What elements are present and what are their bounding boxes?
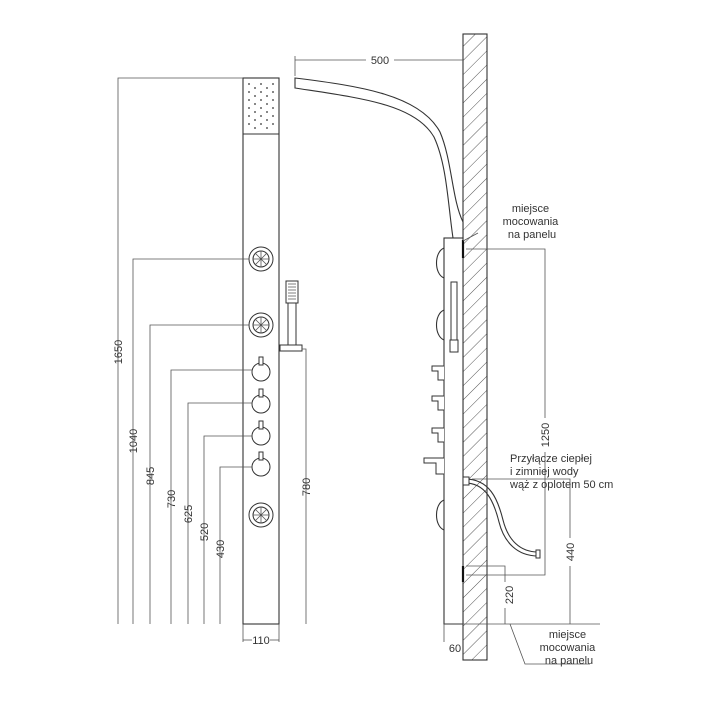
nozzle-dot (248, 99, 250, 101)
front-dimension-lines (117, 77, 307, 642)
side-hand-shower (450, 281, 458, 341)
side-valve-1 (431, 365, 444, 381)
nozzle-dot (254, 87, 256, 89)
dim-panel-depth: 60 (449, 643, 461, 655)
dim-mount-spacing: 1250 (540, 423, 552, 447)
dim-valve3-height: 520 (199, 523, 211, 541)
note-mount-upper: miejsce mocowania na panelu (503, 203, 562, 241)
dim-panel-width: 110 (252, 635, 270, 647)
shower-arm (294, 77, 464, 239)
nozzle-dot (254, 111, 256, 113)
front-view: 1650 1040 845 730 625 520 430 780 110 (113, 77, 313, 647)
dim-total-height: 1650 (113, 340, 125, 364)
side-valve-4 (423, 457, 444, 475)
nozzle-dot (254, 103, 256, 105)
massage-jet-top (248, 246, 274, 272)
nozzle-dot (266, 119, 268, 121)
nozzle-dot (248, 107, 250, 109)
rain-shower-nozzles (248, 83, 274, 129)
hand-shower (279, 280, 303, 352)
nozzle-dot (266, 127, 268, 129)
massage-jet-middle (248, 312, 274, 338)
dim-valve2-height: 625 (183, 505, 195, 523)
nozzle-dot (248, 91, 250, 93)
nozzle-dot (248, 83, 250, 85)
nozzle-dot (260, 83, 262, 85)
valve-knob-1 (251, 356, 271, 382)
nozzle-dot (260, 123, 262, 125)
nozzle-dot (260, 91, 262, 93)
dim-valve1-height: 730 (166, 490, 178, 508)
dim-arm-reach: 500 (371, 55, 389, 67)
nozzle-dot (272, 123, 274, 125)
dim-jet1-height: 1040 (128, 429, 140, 453)
dim-valve4-height: 430 (215, 540, 227, 558)
nozzle-dot (248, 123, 250, 125)
nozzle-dot (254, 95, 256, 97)
nozzle-dot (272, 91, 274, 93)
nozzle-dot (272, 107, 274, 109)
nozzle-dot (272, 99, 274, 101)
nozzle-dot (272, 115, 274, 117)
nozzle-dot (260, 107, 262, 109)
dim-handshower-height: 780 (301, 478, 313, 496)
side-jet-2 (435, 309, 445, 341)
note-mount-lower: miejsce mocowania na panelu (540, 629, 599, 667)
massage-jet-bottom (248, 502, 274, 528)
dim-lower-mount: 220 (504, 586, 516, 604)
side-valve-2 (431, 395, 444, 411)
nozzle-dot (248, 115, 250, 117)
nozzle-dot (266, 103, 268, 105)
nozzle-dot (266, 111, 268, 113)
wall-section (462, 33, 488, 661)
side-jet-3 (435, 499, 445, 531)
side-view: 500 1250 440 220 60 miejsce mocowania na… (294, 33, 613, 667)
side-jet-1 (435, 247, 445, 279)
braided-hose (462, 476, 541, 559)
note-connection: Przyłącze ciepłej i zimniej wody wąż z o… (509, 453, 613, 491)
dim-inlet-height: 440 (565, 543, 577, 561)
nozzle-dot (254, 127, 256, 129)
valve-knob-2 (251, 388, 271, 414)
dim-jet2-height: 845 (145, 467, 157, 485)
nozzle-dot (266, 95, 268, 97)
valve-knob-3 (251, 420, 271, 446)
nozzle-dot (266, 87, 268, 89)
nozzle-dot (254, 119, 256, 121)
nozzle-dot (260, 99, 262, 101)
nozzle-dot (260, 115, 262, 117)
nozzle-dot (272, 83, 274, 85)
front-panel-body (242, 77, 280, 625)
side-valve-3 (431, 427, 444, 443)
